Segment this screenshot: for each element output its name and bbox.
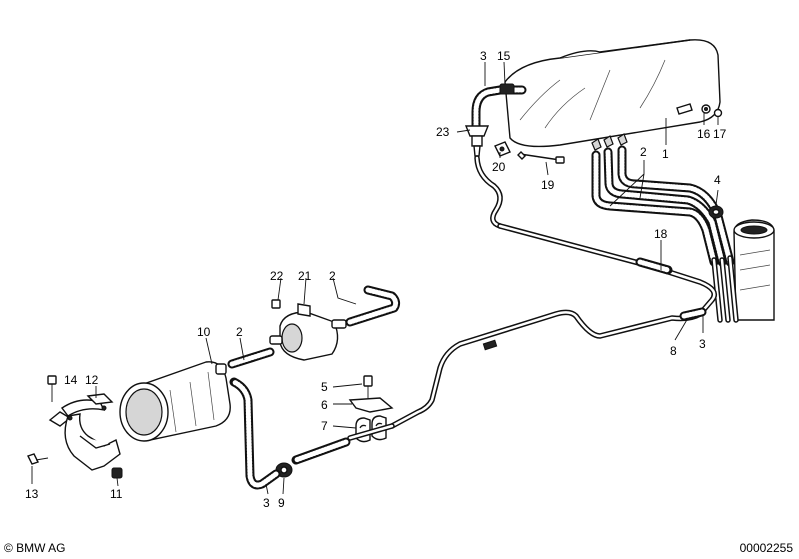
fuel-filter [269, 299, 347, 361]
line-bracket [348, 375, 394, 413]
callout-8: 8 [670, 344, 677, 358]
callout-19: 19 [541, 178, 555, 192]
callout-23: 23 [436, 125, 450, 139]
screw-13 [27, 453, 49, 465]
callout-3-right: 3 [699, 337, 706, 351]
callout-14: 14 [64, 373, 78, 387]
callout-15: 15 [497, 49, 511, 63]
callout-9: 9 [278, 496, 285, 510]
diagram-id-label: 00002255 [739, 541, 793, 555]
vent-valve [464, 125, 490, 157]
pump-bracket [48, 393, 121, 471]
bracket-and-screw [494, 141, 565, 164]
callout-16: 16 [697, 127, 711, 141]
grommet [708, 205, 724, 219]
callout-13: 13 [25, 487, 39, 501]
callout-20: 20 [492, 160, 506, 174]
nut-washer [676, 103, 723, 118]
callout-2-pump: 2 [236, 325, 243, 339]
screw-11 [111, 467, 123, 479]
copyright-label: © BMW AG [4, 541, 66, 555]
screw-14 [47, 375, 57, 402]
callout-18: 18 [654, 227, 668, 241]
callout-17: 17 [713, 127, 727, 141]
callout-12: 12 [85, 373, 99, 387]
callout-2-top: 2 [640, 145, 647, 159]
callout-2-filter: 2 [329, 269, 336, 283]
filler-neck [733, 219, 775, 321]
callout-6: 6 [321, 398, 328, 412]
callout-11: 11 [110, 487, 123, 501]
tank-connection-hoses [591, 145, 735, 267]
fuel-pump [119, 361, 231, 442]
tank-vent-hose [471, 83, 527, 131]
callout-10: 10 [197, 325, 211, 339]
fuel-tank [504, 39, 721, 151]
callout-5: 5 [321, 380, 328, 394]
callout-7: 7 [321, 419, 328, 433]
callout-21: 21 [298, 269, 312, 283]
callout-3-bottom: 3 [263, 496, 270, 510]
callout-22: 22 [270, 269, 284, 283]
callout-1: 1 [662, 147, 669, 161]
callout-3-top: 3 [480, 49, 487, 63]
callout-4: 4 [714, 173, 721, 187]
leader-lines [31, 61, 719, 495]
